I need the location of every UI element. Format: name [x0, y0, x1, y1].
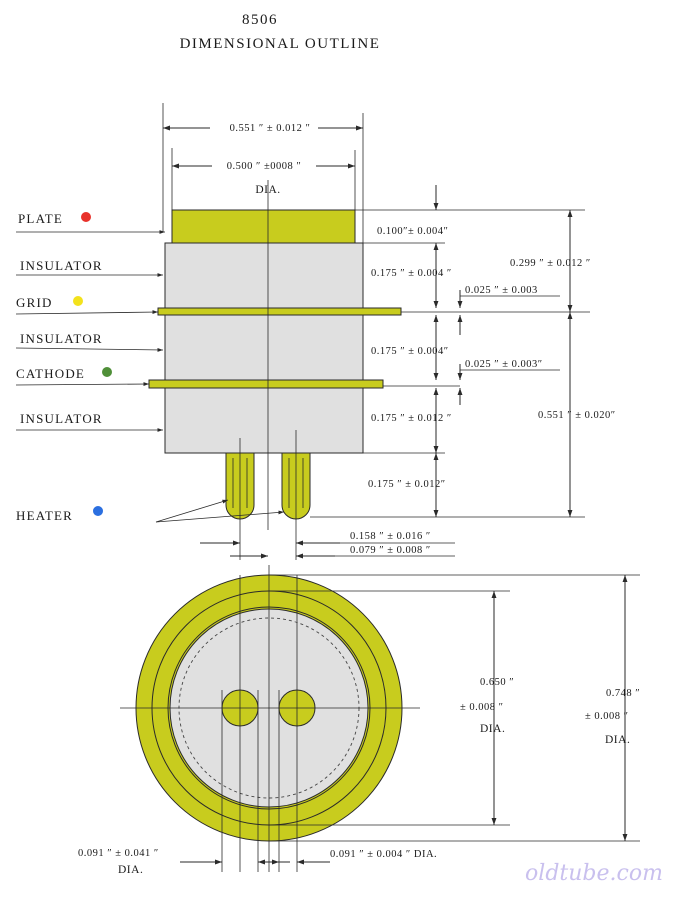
dim-outer-dia-tol: ± 0.008 ″: [585, 711, 629, 722]
dim-pin-dia-left: 0.091 ″ ± 0.041 ″: [78, 848, 159, 859]
tube-number: 8506: [242, 12, 278, 28]
label-insulator-2: INSULATOR: [20, 331, 103, 346]
cathode-color-dot: [102, 367, 112, 377]
dim-upper-height: 0.299 ″ ± 0.012 ″: [510, 258, 591, 269]
page-title: DIMENSIONAL OUTLINE: [180, 36, 381, 52]
label-insulator-3: INSULATOR: [20, 411, 103, 426]
dim-inner-dia-tol: ± 0.008 ″: [460, 702, 504, 713]
dim-pin-dia-right: 0.091 ″ ± 0.004 ″ DIA.: [330, 849, 437, 860]
leader-heater-1: [155, 499, 229, 523]
label-grid: GRID: [16, 295, 53, 310]
dim-outer-dia-label: DIA.: [605, 734, 630, 746]
label-insulator-1: INSULATOR: [20, 258, 103, 273]
dim-plate-dia: 0.500 ″ ±0008 ″: [227, 161, 302, 172]
dim-pin-offset: 0.079 ″ ± 0.008 ″: [350, 545, 431, 556]
grid-color-dot: [73, 296, 83, 306]
dim-pin-dia-left-label: DIA.: [118, 864, 143, 876]
dim-insulator-2-height: 0.175 ″ ± 0.004″: [371, 346, 449, 357]
leader-insulator-2: [15, 347, 164, 352]
heater-color-dot: [93, 506, 103, 516]
leader-cathode: [15, 382, 150, 387]
insulator-3: [164, 387, 364, 454]
dim-outer-dia-value: 0.748 ″: [606, 688, 640, 699]
dim-grid-thickness: 0.025 ″ ± 0.003: [465, 285, 538, 296]
label-cathode: CATHODE: [16, 366, 85, 381]
plate-electrode: [171, 209, 356, 244]
grid-flange: [157, 307, 402, 316]
leader-heater-2: [155, 510, 285, 523]
dim-insulator-1-height: 0.175 ″ ± 0.004 ″: [371, 268, 452, 279]
dim-insulator-3-height: 0.175 ″ ± 0.012 ″: [371, 413, 452, 424]
watermark: oldtube.com: [525, 861, 663, 886]
dim-overall-width: 0.551 ″ ± 0.012 ″: [230, 123, 311, 134]
leader-grid: [15, 310, 159, 315]
insulator-2: [164, 314, 364, 381]
label-heater: HEATER: [16, 508, 73, 523]
insulator-1: [164, 242, 364, 309]
label-plate: PLATE: [18, 211, 63, 226]
dim-lower-height: 0.551 ″ ± 0.020″: [538, 410, 616, 421]
plate-color-dot: [81, 212, 91, 222]
dim-pin-spacing: 0.158 ″ ± 0.016 ″: [350, 531, 431, 542]
dim-pin-length: 0.175 ″ ± 0.012″: [368, 479, 446, 490]
cathode-flange: [148, 379, 384, 389]
dim-inner-dia-value: 0.650 ″: [480, 677, 514, 688]
dim-inner-dia-label: DIA.: [480, 723, 505, 735]
dim-cathode-thickness: 0.025 ″ ± 0.003″: [465, 359, 543, 370]
dim-plate-height: 0.100″± 0.004″: [377, 226, 448, 237]
